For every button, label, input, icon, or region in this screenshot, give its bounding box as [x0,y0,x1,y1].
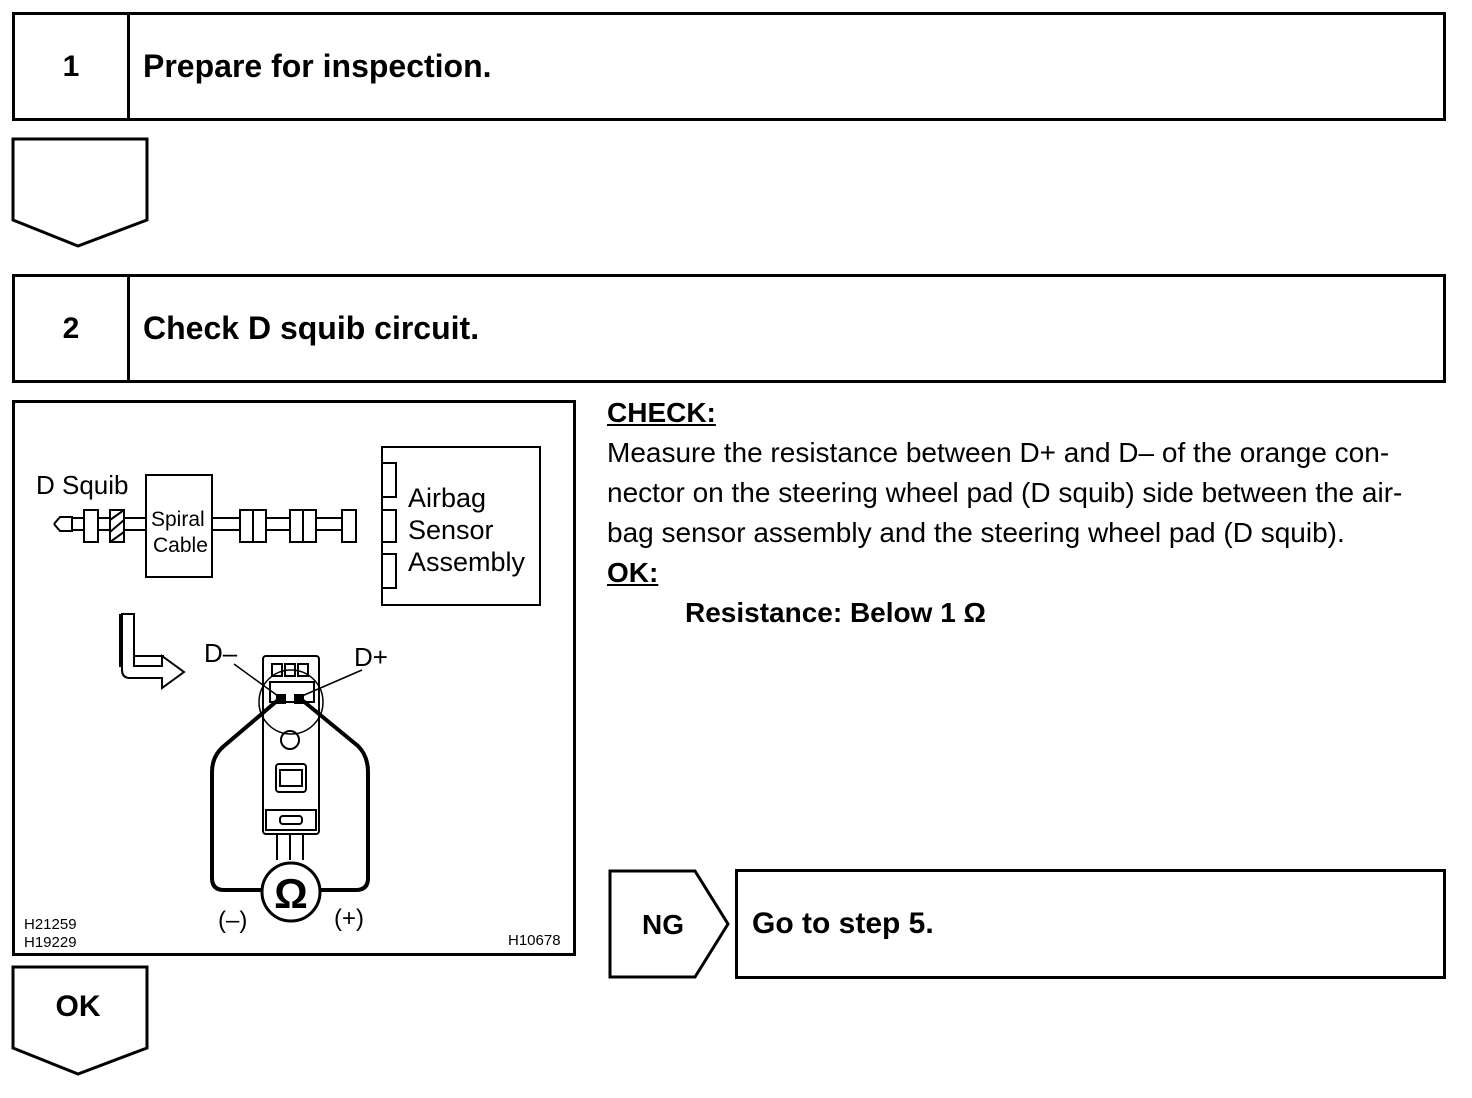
step-1-title: Prepare for inspection. [143,48,492,84]
step-2-number: 2 [15,277,130,380]
ng-action-text: Go to step 5. [752,907,934,940]
d-minus-label: D– [204,638,238,668]
figure-code-3: H10678 [508,932,561,949]
assembly-label: Assembly [408,547,526,577]
ng-action-box: Go to step 5. [735,869,1446,979]
ok-result-tag: OK [11,965,149,1076]
wire-harness [53,446,541,606]
negative-probe-label: (–) [218,907,247,934]
spiral-label: Spiral [151,508,205,531]
step-2-box: 2 Check D squib circuit. [12,274,1446,383]
cable-label: Cable [153,534,208,557]
check-heading: CHECK: [607,397,716,428]
sensor-label: Sensor [408,515,494,545]
figure-code-1: H21259 [24,916,77,933]
ng-result-tag: NG [608,869,730,979]
ok-label: OK [56,990,101,1023]
d-squib-label: D Squib [36,470,129,500]
check-section: CHECK: Measure the resistance between D+… [607,393,1447,633]
resistance-spec: Resistance: Below 1 Ω [685,597,986,628]
figure-code-2: H19229 [24,934,77,951]
check-line-2: nector on the steering wheel pad (D squi… [607,477,1403,508]
d-plus-label: D+ [354,642,388,672]
check-line-1: Measure the resistance between D+ and D–… [607,437,1390,468]
airbag-label: Airbag [408,483,486,513]
step-2-title: Check D squib circuit. [143,310,480,346]
step-1-box: 1 Prepare for inspection. [12,12,1446,121]
squib-circuit-diagram: D Squib Spiral Cable Airbag Sensor Assem… [12,400,576,956]
ohm-symbol: Ω [274,870,308,917]
positive-probe-label: (+) [334,905,364,932]
ng-label: NG [642,909,684,940]
check-line-3: bag sensor assembly and the steering whe… [607,517,1345,548]
connector-body [258,655,324,860]
ok-heading: OK: [607,557,659,588]
flow-arrow-icon [11,137,149,248]
ohmmeter-icon [260,861,322,923]
step-1-number: 1 [15,15,130,118]
